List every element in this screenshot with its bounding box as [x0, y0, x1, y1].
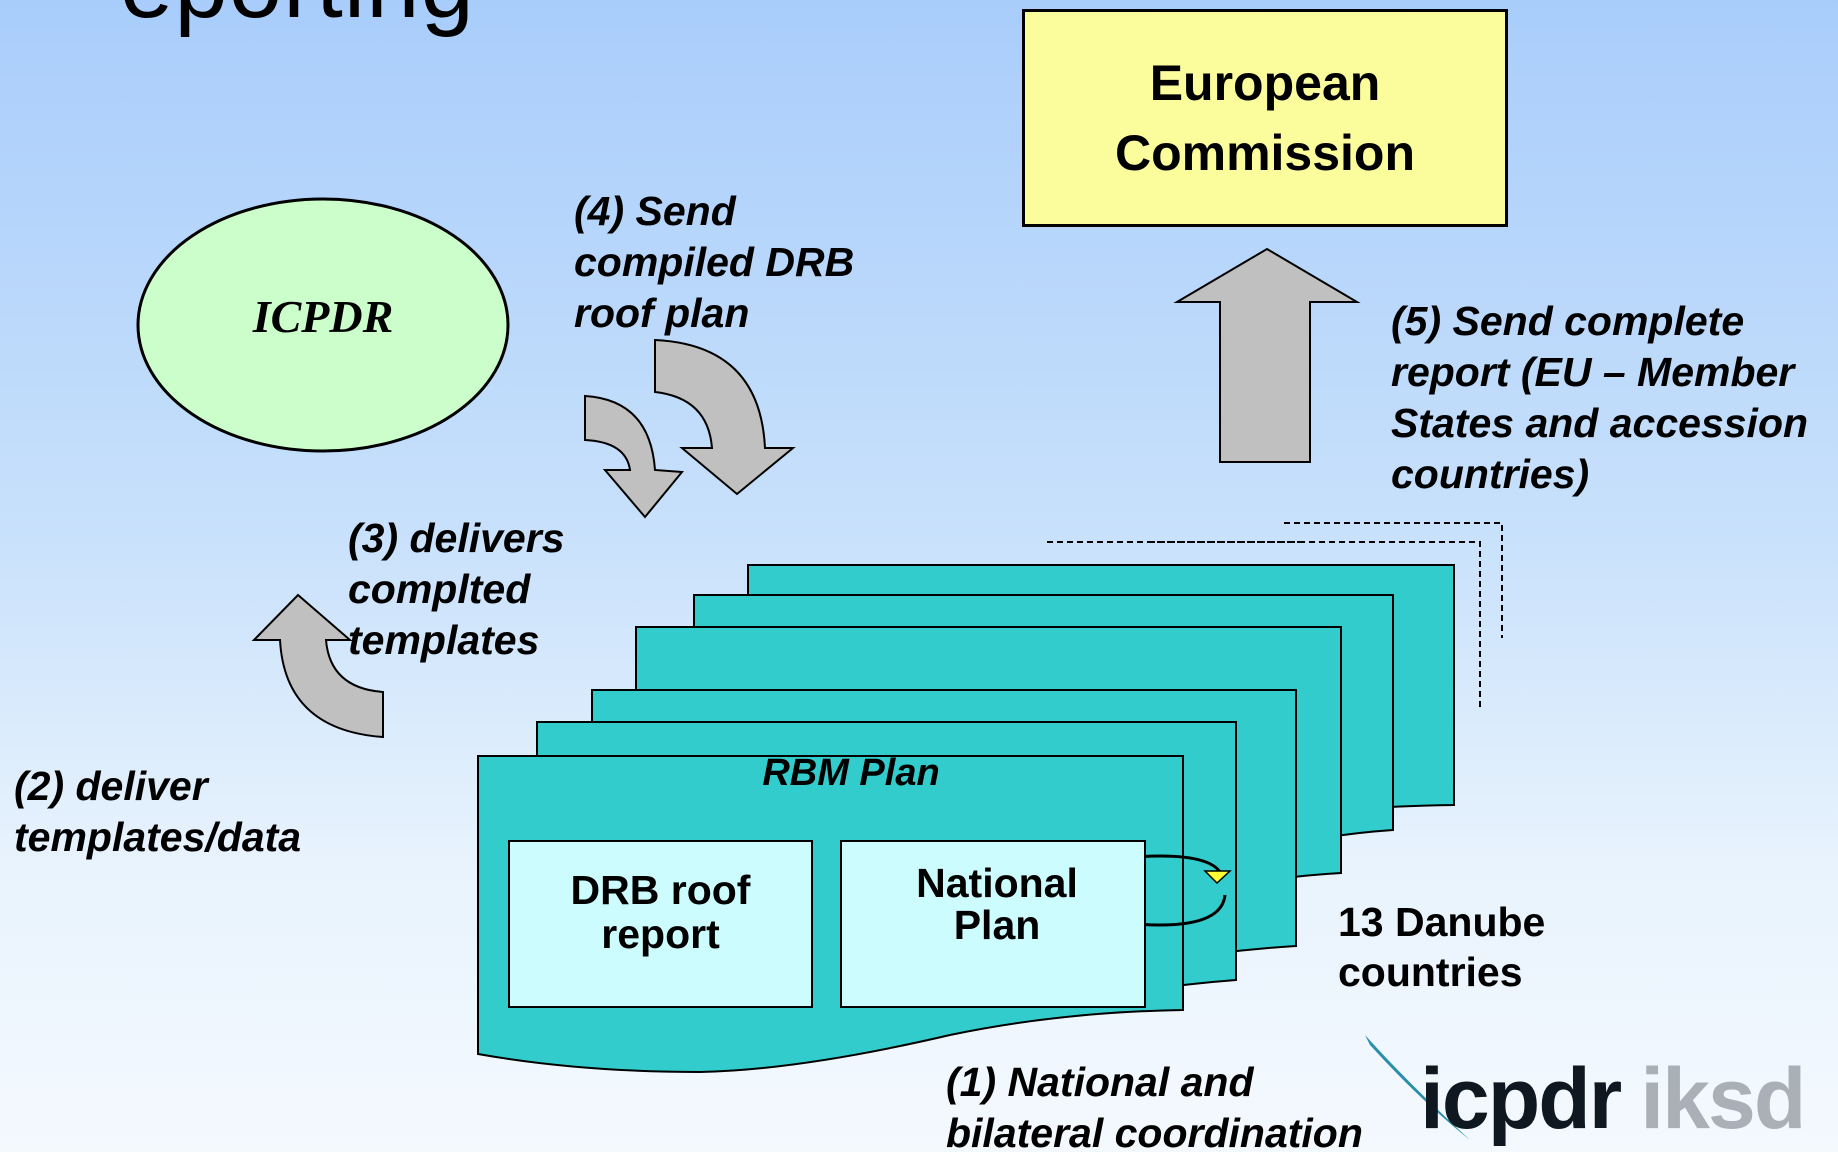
- curved-arrow-step4-small: [584, 394, 684, 519]
- european-commission-label: European Commission: [1114, 55, 1416, 181]
- logo-primary-text: icpdr: [1420, 1051, 1622, 1147]
- dashed-stack-indicator: [1047, 522, 1503, 707]
- step5-label: (5) Send complete report (EU – Member St…: [1391, 298, 1809, 497]
- drb-roof-report-box: DRB roof report: [508, 840, 813, 1008]
- curved-arrow-step4-large: [654, 338, 796, 496]
- curved-arrow-step3: [251, 593, 384, 739]
- step3-label: (3) delivers complted templates: [348, 515, 565, 663]
- national-plan-label: National Plan: [916, 860, 1078, 948]
- countries-label: 13 Danube countries: [1338, 899, 1546, 995]
- step1-label: (1) National and bilateral coordination: [946, 1059, 1363, 1152]
- arrow-up-to-ec: [1173, 247, 1361, 463]
- step4-label: (4) Send compiled DRB roof plan: [574, 188, 855, 336]
- icpdr-ellipse: [136, 197, 510, 453]
- logo-secondary-text: iksd: [1640, 1051, 1806, 1147]
- slide-title-fragment: eporting: [120, 0, 475, 40]
- rbm-plan-title: RBM Plan: [762, 752, 940, 794]
- icpdr-label: ICPDR: [252, 291, 394, 342]
- step2-label: (2) deliver templates/data: [14, 763, 302, 860]
- drb-roof-report-label: DRB roof report: [570, 867, 751, 957]
- european-commission-box: European Commission: [1022, 9, 1508, 227]
- national-plan-box: National Plan: [840, 840, 1146, 1008]
